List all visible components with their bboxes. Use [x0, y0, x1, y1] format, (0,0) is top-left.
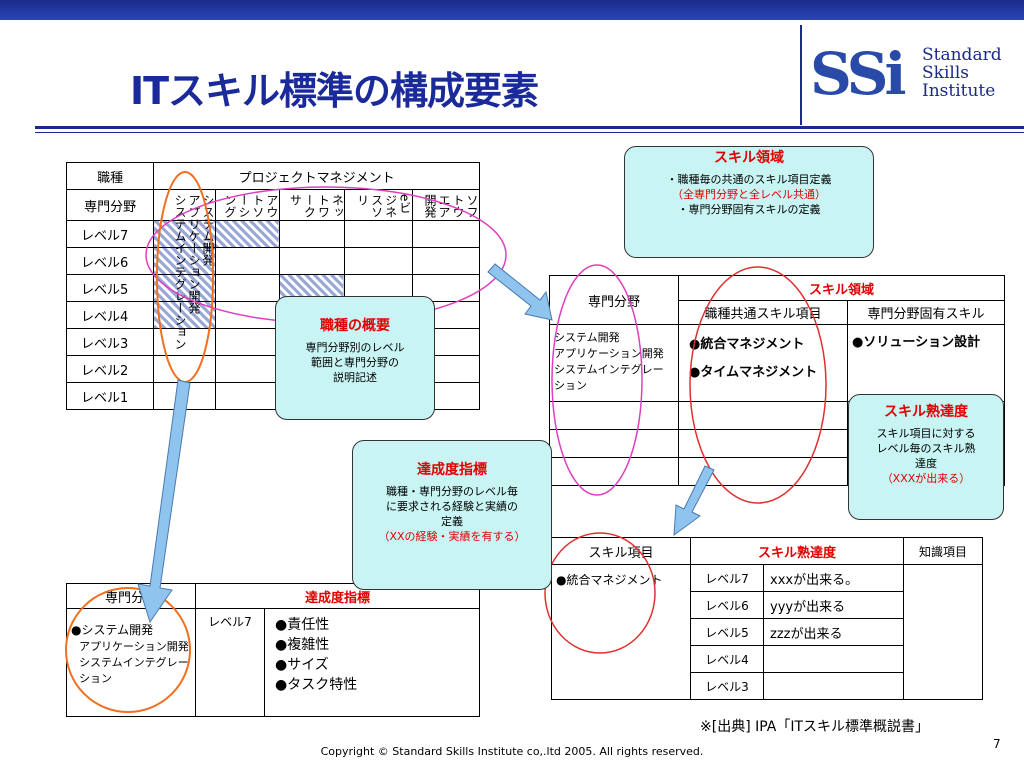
top-bar: [0, 0, 1024, 20]
highlight-ellipse: [544, 532, 656, 654]
highlight-ellipse: [65, 587, 191, 713]
arrow: [673, 465, 715, 537]
column-header: アウトソーシング: [214, 189, 280, 221]
divider: [35, 132, 1024, 133]
divider: [35, 126, 1024, 129]
source-note: ※[出典] IPA「ITスキル標準概説書」: [700, 719, 930, 735]
arrow: [137, 379, 191, 624]
column-header: ネットワークサ: [278, 189, 346, 221]
page-number: 7: [993, 737, 1001, 751]
callout-proficiency: スキル熟達度 スキル項目に対するレベル毎のスキル熟達度（XXXが出来る）: [848, 394, 1004, 520]
highlight-ellipse: [156, 171, 214, 383]
highlight-ellipse: [689, 266, 827, 504]
achievement-table: 専門分野達成度指標 ●システム開発アプリケーション開発システムインテグレーション…: [66, 583, 480, 717]
callout-achievement: 達成度指標 職種・専門分野のレベル毎に要求される経験と実績の定義（XXの経験・実…: [352, 440, 552, 590]
copyright: Copyright © Standard Skills Institute co…: [320, 745, 704, 758]
arrow: [487, 263, 553, 321]
job-level-table: 職種プロジェクトマネジメント 専門分野 システム開発 アプリケーション開発 シス…: [65, 162, 481, 410]
page-title: ITスキル標準の構成要素: [130, 69, 539, 113]
callout-skill-area: スキル領域 ・職種毎の共通のスキル項目定義（全専門分野と全レベル共通）・専門分野…: [624, 146, 874, 258]
divider: [800, 25, 802, 125]
highlight-ellipse: [551, 264, 643, 496]
column-header: eビジネスソリ: [344, 189, 413, 221]
callout-job-summary: 職種の概要 専門分野別のレベル範囲と専門分野の説明記述: [275, 296, 435, 420]
